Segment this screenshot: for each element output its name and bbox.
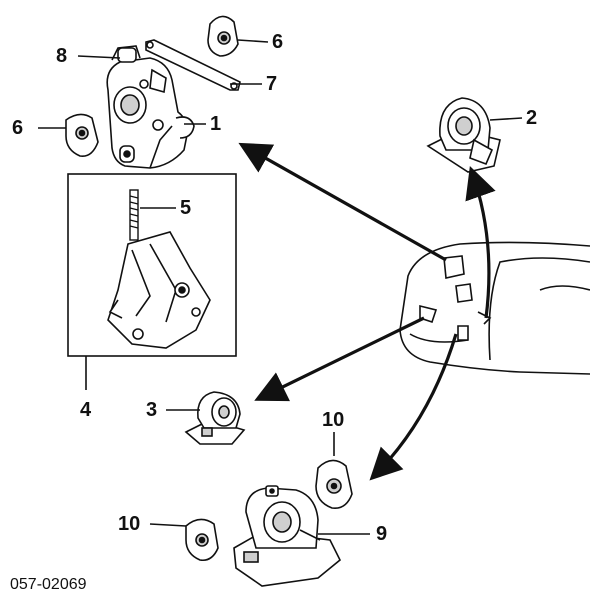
part-10-washer-right [315,459,353,510]
vehicle-front-outline [399,241,590,375]
part-9-rear-lower-mount [233,485,342,587]
part-1-front-mount-bracket [106,45,195,169]
callout-9: 9 [376,523,388,545]
part-4-bracket-assembly-box [67,173,237,390]
callout-3: 3 [146,399,158,421]
callout-8: 8 [56,45,68,67]
callout-2: 2 [526,107,538,129]
arrows [238,142,496,481]
callout-6-top: 6 [272,31,284,53]
part-6-washer-top [207,15,239,57]
callout-5: 5 [180,197,192,219]
callout-1: 1 [210,113,222,135]
leader-lines [38,39,523,535]
part-6-washer-left [65,113,99,158]
part-2-rear-upper-mount [426,97,501,173]
figure-code: 057-02069 [10,576,87,593]
callout-10-left: 10 [118,513,141,535]
bracket-body [107,231,211,349]
callout-7: 7 [266,73,278,95]
callout-6-left: 6 [12,117,24,139]
callout-10-right: 10 [322,409,345,431]
part-5-stud-bolt [129,189,139,241]
part-3-lower-front-mount [184,391,246,445]
part-10-washer-left [185,518,219,562]
callout-4: 4 [80,399,92,421]
